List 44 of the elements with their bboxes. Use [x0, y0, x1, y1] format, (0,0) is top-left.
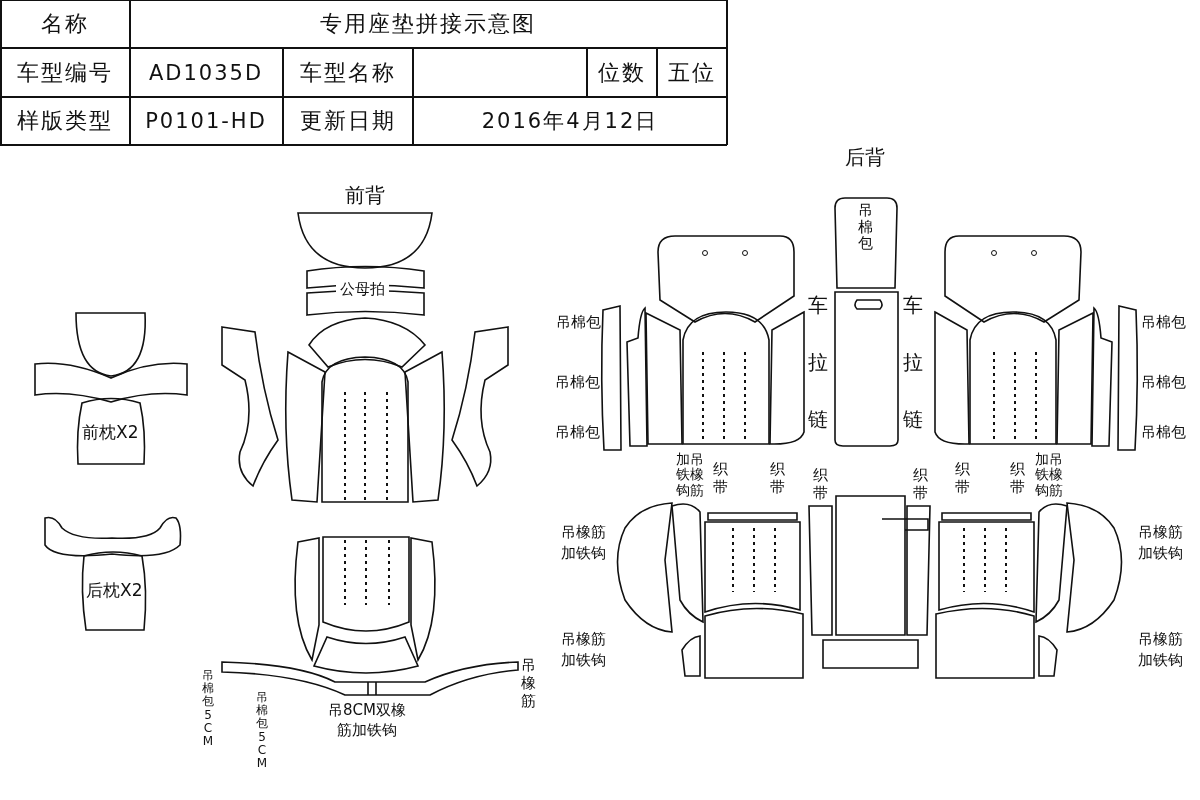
part-note: 织带 [712, 460, 728, 496]
part-note: 吊橡筋加铁钩 [1137, 629, 1183, 671]
part-note: 织带 [954, 460, 970, 496]
pattern-piece [74, 400, 148, 467]
part-note: 吊8CM双橡筋加铁钩 [327, 700, 407, 740]
piece-label: 前枕X2 [82, 422, 139, 443]
table-field-label: 样版类型 [17, 107, 113, 135]
part-note: 吊棉包 [1140, 422, 1186, 442]
part-note: 吊棉包 [1140, 372, 1186, 392]
table-field-label: 更新日期 [300, 107, 396, 135]
pattern-code: P0101-HD [145, 109, 267, 133]
part-note: 吊棉包5CM [256, 691, 268, 771]
section-heading: 后背 [845, 143, 885, 171]
part-note: 吊橡筋加铁钩 [560, 629, 606, 671]
part-note: 织带 [1009, 460, 1025, 496]
part-note: 吊棉包 [554, 422, 600, 442]
piece-label: 公母拍 [336, 280, 389, 298]
zipper-note: 车拉链 [808, 291, 828, 433]
table-field-label: 位数 [598, 59, 646, 87]
section-heading: 前背 [345, 181, 385, 209]
part-note: 加吊铁橡钩筋 [676, 451, 704, 499]
part-note: 织带 [912, 466, 928, 502]
piece-label: 后枕X2 [86, 580, 143, 601]
part-note: 吊橡筋加铁钩 [560, 522, 606, 564]
model-code: AD1035D [148, 61, 264, 85]
table-field-label: 名称 [41, 10, 89, 38]
zipper-note: 车拉链 [903, 291, 923, 433]
update-date: 2016年4月12日 [481, 108, 659, 135]
part-note: 吊橡筋 [520, 656, 536, 710]
part-note: 织带 [812, 466, 828, 502]
table-field-label: 车型编号 [17, 59, 113, 87]
piece-label: 吊棉包 [858, 202, 873, 252]
pattern-piece [833, 196, 899, 290]
part-note: 加吊铁橡钩筋 [1035, 451, 1063, 499]
part-note: 吊棉包5CM [202, 669, 214, 749]
part-note: 吊橡筋加铁钩 [1137, 522, 1183, 564]
pattern-piece [305, 266, 427, 318]
part-note: 吊棉包 [555, 312, 601, 332]
diagram-title: 专用座垫拼接示意图 [320, 10, 536, 38]
part-note: 吊棉包 [554, 372, 600, 392]
part-note: 吊棉包 [1140, 312, 1186, 332]
table-field-value: 五位 [668, 59, 716, 87]
part-note: 织带 [769, 460, 785, 496]
table-field-label: 车型名称 [300, 59, 396, 87]
